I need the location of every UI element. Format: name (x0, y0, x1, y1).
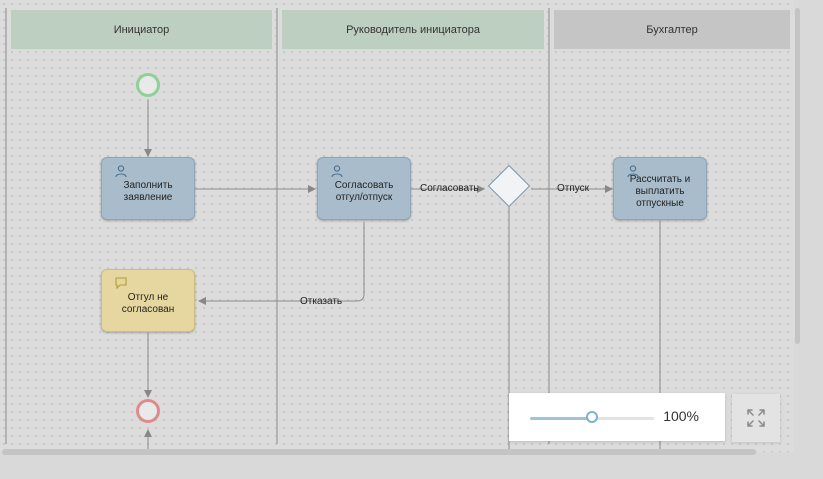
user-icon (115, 165, 127, 178)
task-label: Отгул не согласован (121, 291, 175, 315)
lane-divider (5, 8, 7, 444)
task-calculate-pay[interactable]: Рассчитать и выплатить отпускные (613, 157, 707, 220)
lane-title: Руководитель инициатора (346, 23, 480, 36)
diagram-canvas[interactable]: Инициатор Руководитель инициатора Бухгал… (0, 0, 794, 452)
vertical-scrollbar[interactable] (795, 8, 800, 344)
edge-label-vacation: Отпуск (557, 183, 590, 194)
lane-header-accountant: Бухгалтер (554, 10, 790, 49)
lane-divider (548, 8, 550, 444)
expand-icon (747, 409, 765, 427)
task-fill-request[interactable]: Заполнить заявление (101, 157, 195, 220)
fit-to-screen-button[interactable] (732, 394, 780, 442)
lane-header-initiator: Инициатор (11, 10, 272, 49)
lane-header-manager: Руководитель инициатора (282, 10, 544, 49)
flow-reject (198, 222, 365, 305)
zoom-slider-fill (530, 417, 592, 420)
lane-title: Бухгалтер (646, 23, 698, 36)
lane-divider (276, 8, 278, 444)
task-leave-not-approved[interactable]: Отгул не согласован (101, 269, 195, 332)
task-approve-leave[interactable]: Согласовать отгул/отпуск (317, 157, 411, 220)
task-label: Согласовать отгул/отпуск (334, 179, 394, 203)
zoom-panel: 100% (509, 393, 725, 441)
zoom-slider-thumb[interactable] (586, 411, 598, 423)
zoom-value: 100% (663, 408, 699, 424)
task-label: Рассчитать и выплатить отпускные (629, 173, 691, 209)
edge-label-approve: Согласовать (420, 183, 479, 194)
user-icon (627, 165, 639, 178)
sequence-flows (144, 100, 661, 452)
comment-icon (115, 277, 127, 290)
lane-title: Инициатор (113, 23, 170, 36)
task-label: Заполнить заявление (123, 179, 173, 203)
edge-label-reject: Отказать (300, 296, 343, 307)
horizontal-scrollbar[interactable] (2, 449, 756, 455)
end-event[interactable] (136, 399, 160, 423)
start-event[interactable] (136, 73, 160, 97)
user-icon (331, 165, 343, 178)
